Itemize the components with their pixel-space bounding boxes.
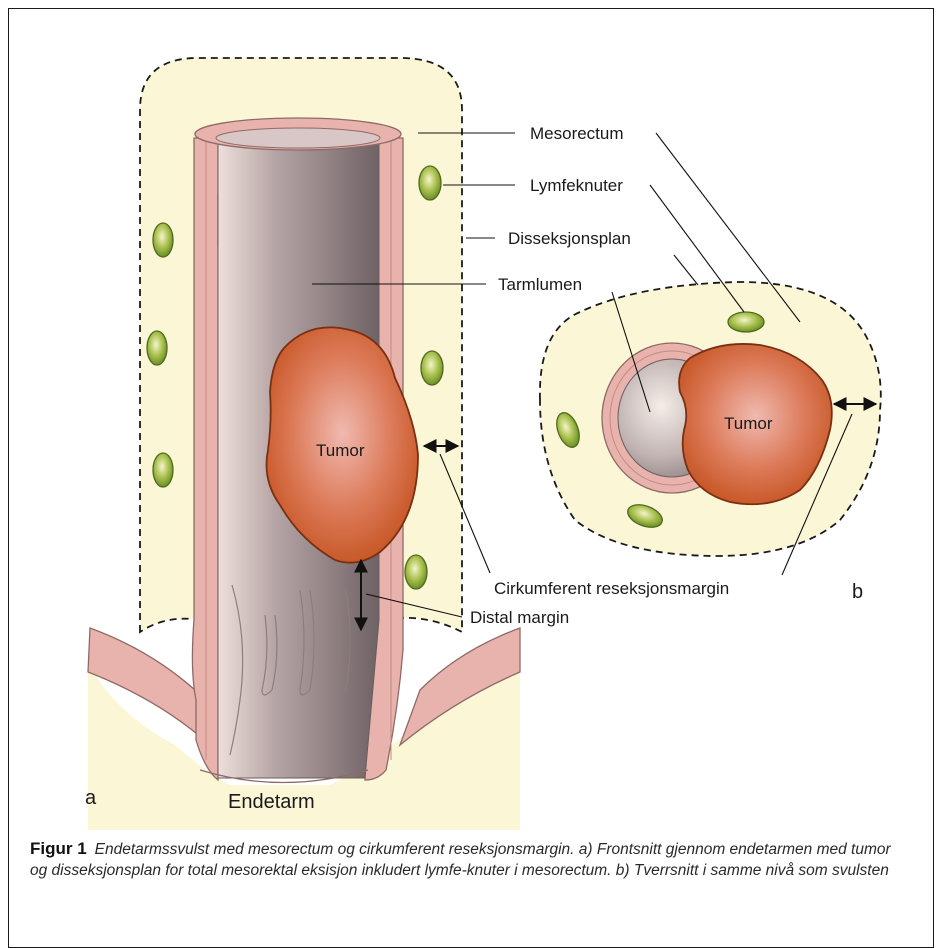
label-tumor-b: Tumor [724, 414, 773, 433]
label-distal-margin: Distal margin [470, 608, 569, 627]
caption-label: Figur 1 [30, 839, 87, 858]
caption-text: Endetarmssvulst med mesorectum og cirkum… [30, 841, 891, 879]
lymph-node [419, 166, 441, 200]
diagram: Mesorectum Lymfeknuter Disseksjonsplan T… [0, 0, 939, 830]
lymph-node [153, 223, 173, 257]
label-dissection-plane: Disseksjonsplan [508, 229, 631, 248]
label-lumen: Tarmlumen [498, 275, 582, 294]
label-crm: Cirkumferent reseksjonsmargin [494, 579, 729, 598]
panel-label-b: b [852, 581, 863, 603]
panel-label-a: a [85, 787, 97, 809]
lymph-node [153, 453, 173, 487]
label-rectum: Endetarm [228, 791, 315, 813]
lymph-node [421, 351, 443, 385]
label-mesorectum: Mesorectum [530, 124, 624, 143]
lymph-node [728, 312, 764, 332]
label-tumor-a: Tumor [316, 441, 365, 460]
label-lymph-nodes: Lymfeknuter [530, 176, 623, 195]
lymph-node [405, 555, 427, 589]
lymph-node [147, 331, 167, 365]
